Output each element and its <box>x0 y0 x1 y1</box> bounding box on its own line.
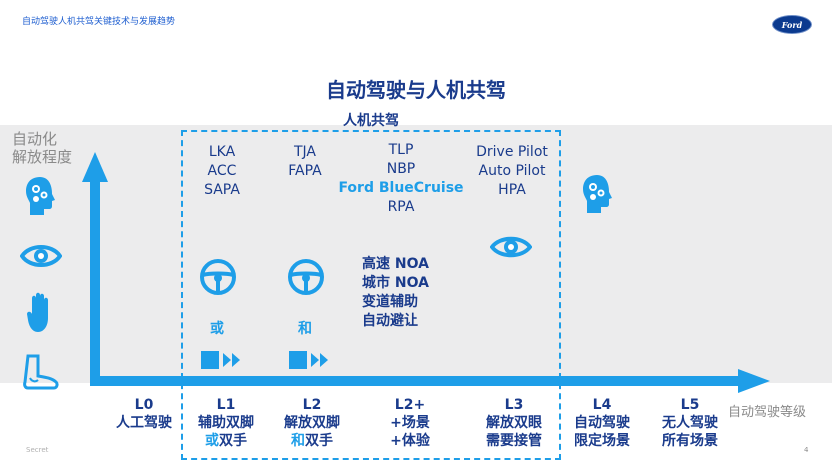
noa-item: 自动避让 <box>362 313 418 329</box>
feature-item: ACC <box>207 163 237 179</box>
steering-wheel-icon-l1 <box>200 259 236 295</box>
hand-icon <box>27 292 48 332</box>
feature-item-bluecruise: Ford BlueCruise <box>338 180 464 196</box>
header-subtitle: 自动驾驶人机共驾关键技术与发展趋势 <box>22 17 176 27</box>
level-desc2: +体验 <box>390 433 430 449</box>
level-conj: 和 <box>291 433 305 449</box>
level-l4: L4 自动驾驶 限定场景 <box>562 396 642 450</box>
y-axis-line <box>90 180 100 380</box>
human-machine-box <box>181 130 561 460</box>
level-code: L4 <box>592 397 612 413</box>
feature-item: LKA <box>208 144 236 160</box>
feature-item: SAPA <box>204 182 240 198</box>
page-title: 自动驾驶与人机共驾 <box>326 78 506 102</box>
feature-item: Drive Pilot <box>476 144 548 160</box>
level-code: L2+ <box>394 397 426 413</box>
background-band <box>0 125 832 383</box>
level-conj: 或 <box>205 433 219 449</box>
level-l2: L2 解放双脚 和双手 <box>272 396 352 450</box>
level-desc: +场景 <box>390 415 430 431</box>
box-title: 人机共驾 <box>343 113 399 129</box>
pedal-icon-l1 <box>201 351 240 369</box>
level-desc2: 限定场景 <box>574 433 630 449</box>
x-axis-arrowhead <box>738 369 770 393</box>
level-l2plus: L2+ +场景 +体验 <box>370 396 450 450</box>
noa-item: 城市 NOA <box>362 275 429 291</box>
pedal-icon-l2 <box>289 351 328 369</box>
level-desc2-text: 双手 <box>305 433 333 449</box>
level-desc: 无人驾驶 <box>662 415 718 431</box>
y-axis-label-line2: 解放程度 <box>12 148 73 166</box>
footer-classification: Secret <box>26 446 49 454</box>
level-l1: L1 辅助双脚 或双手 <box>186 396 266 450</box>
features-l3: Drive Pilot Auto Pilot HPA <box>470 143 554 200</box>
conj-and: 和 <box>298 321 312 337</box>
x-axis-line <box>90 376 740 386</box>
level-desc2: 和双手 <box>272 432 352 450</box>
conj-or: 或 <box>210 321 224 337</box>
features-l1: LKA ACC SAPA <box>196 143 248 200</box>
level-desc: 解放双眼 <box>486 415 542 431</box>
x-axis-label: 自动驾驶等级 <box>728 405 807 420</box>
level-code: L0 <box>134 397 154 413</box>
foot-icon <box>23 354 59 390</box>
level-desc: 解放双脚 <box>284 415 340 431</box>
level-l0: L0 人工驾驶 <box>104 396 184 432</box>
y-axis-arrowhead <box>82 152 108 182</box>
level-desc2: 或双手 <box>186 432 266 450</box>
level-l3: L3 解放双眼 需要接管 <box>474 396 554 450</box>
head-gears-icon <box>26 177 55 215</box>
feature-item: TLP <box>388 142 414 158</box>
ford-logo: Ford <box>772 15 812 34</box>
level-desc: 辅助双脚 <box>198 415 254 431</box>
feature-item: HPA <box>498 182 526 198</box>
features-l2plus: TLP NBP Ford BlueCruise RPA <box>336 141 466 217</box>
feature-item: RPA <box>387 199 415 215</box>
feature-item: Auto Pilot <box>478 163 546 179</box>
eye-icon <box>20 245 62 267</box>
level-desc: 人工驾驶 <box>116 415 172 431</box>
noa-list: 高速 NOA 城市 NOA 变道辅助 自动避让 <box>362 255 429 331</box>
level-l5: L5 无人驾驶 所有场景 <box>650 396 730 450</box>
head-gears-icon-l4 <box>583 175 612 213</box>
noa-item: 变道辅助 <box>362 294 418 310</box>
level-desc2: 所有场景 <box>662 433 718 449</box>
level-code: L5 <box>680 397 700 413</box>
y-axis-label-line1: 自动化 <box>12 130 58 148</box>
feature-item: TJA <box>293 144 316 160</box>
noa-item: 高速 NOA <box>362 256 429 272</box>
level-desc: 自动驾驶 <box>574 415 630 431</box>
feature-item: NBP <box>386 161 416 177</box>
steering-wheel-icon-l2 <box>288 259 324 295</box>
level-code: L1 <box>216 397 236 413</box>
level-desc2: 需要接管 <box>486 433 542 449</box>
level-code: L3 <box>504 397 524 413</box>
level-desc2-text: 双手 <box>219 433 247 449</box>
level-code: L2 <box>302 397 322 413</box>
y-axis-label: 自动化 解放程度 <box>12 130 72 166</box>
features-l2: TJA FAPA <box>280 143 330 181</box>
feature-item: FAPA <box>288 163 322 179</box>
page-number: 4 <box>804 446 809 454</box>
eye-icon-l3 <box>490 236 532 258</box>
